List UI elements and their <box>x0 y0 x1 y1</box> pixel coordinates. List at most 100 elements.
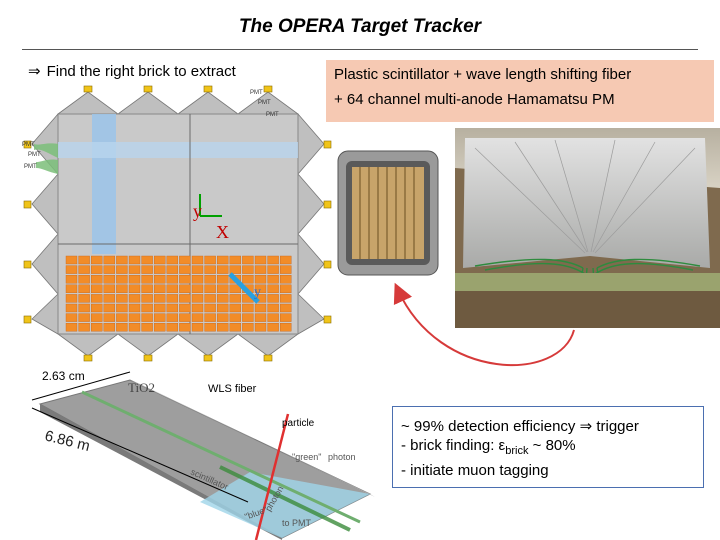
brick <box>128 274 141 284</box>
brick <box>166 265 179 274</box>
brick <box>78 284 90 294</box>
brick <box>153 294 166 303</box>
efficiency-line-2-prefix: - brick finding: ε <box>401 437 506 454</box>
page-title: The OPERA Target Tracker <box>238 16 482 37</box>
brick <box>65 265 78 274</box>
brick <box>78 265 90 274</box>
brick <box>267 274 279 284</box>
description-line-1: Plastic scintillator + wave length shift… <box>334 66 632 83</box>
brick <box>242 303 254 313</box>
brick <box>128 313 141 322</box>
multi-anode-pmt-photo <box>334 145 442 281</box>
brick <box>229 313 242 322</box>
brick <box>254 255 267 265</box>
brick <box>179 294 191 303</box>
green-label: "green" <box>292 452 321 462</box>
brick <box>191 322 204 332</box>
brick <box>254 313 267 322</box>
brick <box>254 265 267 274</box>
description-line-2: + 64 channel multi-anode Hamamatsu PM <box>334 91 615 108</box>
brick <box>166 322 179 332</box>
small-y-label: y <box>254 285 261 300</box>
brick <box>191 294 204 303</box>
brick <box>242 322 254 332</box>
brick <box>65 313 78 322</box>
brick <box>141 294 153 303</box>
brick <box>78 303 90 313</box>
brick <box>267 265 279 274</box>
brick <box>65 322 78 332</box>
brick <box>153 265 166 274</box>
brick <box>128 303 141 313</box>
brick <box>242 255 254 265</box>
pmt-label: PMT <box>28 152 41 158</box>
brick <box>204 313 216 322</box>
brick <box>90 294 103 303</box>
efficiency-box: ~ 99% detection efficiency ⇒ trigger - b… <box>392 406 704 488</box>
brick <box>141 255 153 265</box>
length-dimension-line <box>31 407 249 503</box>
detector-wall-photo <box>455 128 720 328</box>
brick <box>116 294 128 303</box>
title-divider <box>22 49 698 50</box>
brick <box>166 274 179 284</box>
pmt-label: PMT <box>250 90 263 96</box>
brick <box>141 265 153 274</box>
brick <box>229 303 242 313</box>
brick <box>90 322 103 332</box>
brick <box>254 322 267 332</box>
brick <box>90 303 103 313</box>
brick <box>267 303 279 313</box>
brick <box>141 322 153 332</box>
brick <box>166 303 179 313</box>
brick <box>128 322 141 332</box>
brick <box>103 265 116 274</box>
brick <box>191 255 204 265</box>
brick <box>179 274 191 284</box>
brick <box>229 294 242 303</box>
brick <box>191 274 204 284</box>
brick <box>280 303 292 313</box>
brick <box>166 313 179 322</box>
brick <box>103 303 116 313</box>
efficiency-line-2-sub: brick <box>505 445 529 457</box>
brick <box>216 303 229 313</box>
brick <box>267 322 279 332</box>
pmt-label: PMT <box>24 164 37 170</box>
brick <box>128 294 141 303</box>
brick <box>78 322 90 332</box>
brick <box>141 274 153 284</box>
particle-track <box>254 413 290 540</box>
brick <box>229 284 242 294</box>
brick <box>229 265 242 274</box>
brick <box>204 284 216 294</box>
brick <box>103 274 116 284</box>
brick <box>116 322 128 332</box>
brick <box>254 284 267 294</box>
scintillator-description-box: Plastic scintillator + wave length shift… <box>326 60 714 122</box>
brick <box>204 322 216 332</box>
brick <box>216 322 229 332</box>
brick <box>179 313 191 322</box>
brick <box>166 294 179 303</box>
brick <box>216 274 229 284</box>
brick <box>229 255 242 265</box>
efficiency-line-2-suffix: ~ 80% <box>528 437 576 454</box>
track-marker <box>228 272 260 304</box>
target-tracker-diagram: y X y PMT PMT PMT PMT PMT PMT <box>22 85 332 362</box>
brick <box>179 265 191 274</box>
brick <box>166 255 179 265</box>
find-brick-caption: ⇒Find the right brick to extract <box>28 62 236 80</box>
brick <box>166 284 179 294</box>
brick <box>179 322 191 332</box>
scint-strip-vertical <box>92 114 116 254</box>
brick <box>216 255 229 265</box>
implies-arrow-icon: ⇒ <box>28 62 41 80</box>
brick <box>242 265 254 274</box>
brick <box>153 322 166 332</box>
brick <box>153 303 166 313</box>
brick <box>153 284 166 294</box>
fiber-label: WLS fiber <box>208 383 257 395</box>
brick <box>141 303 153 313</box>
brick <box>65 274 78 284</box>
